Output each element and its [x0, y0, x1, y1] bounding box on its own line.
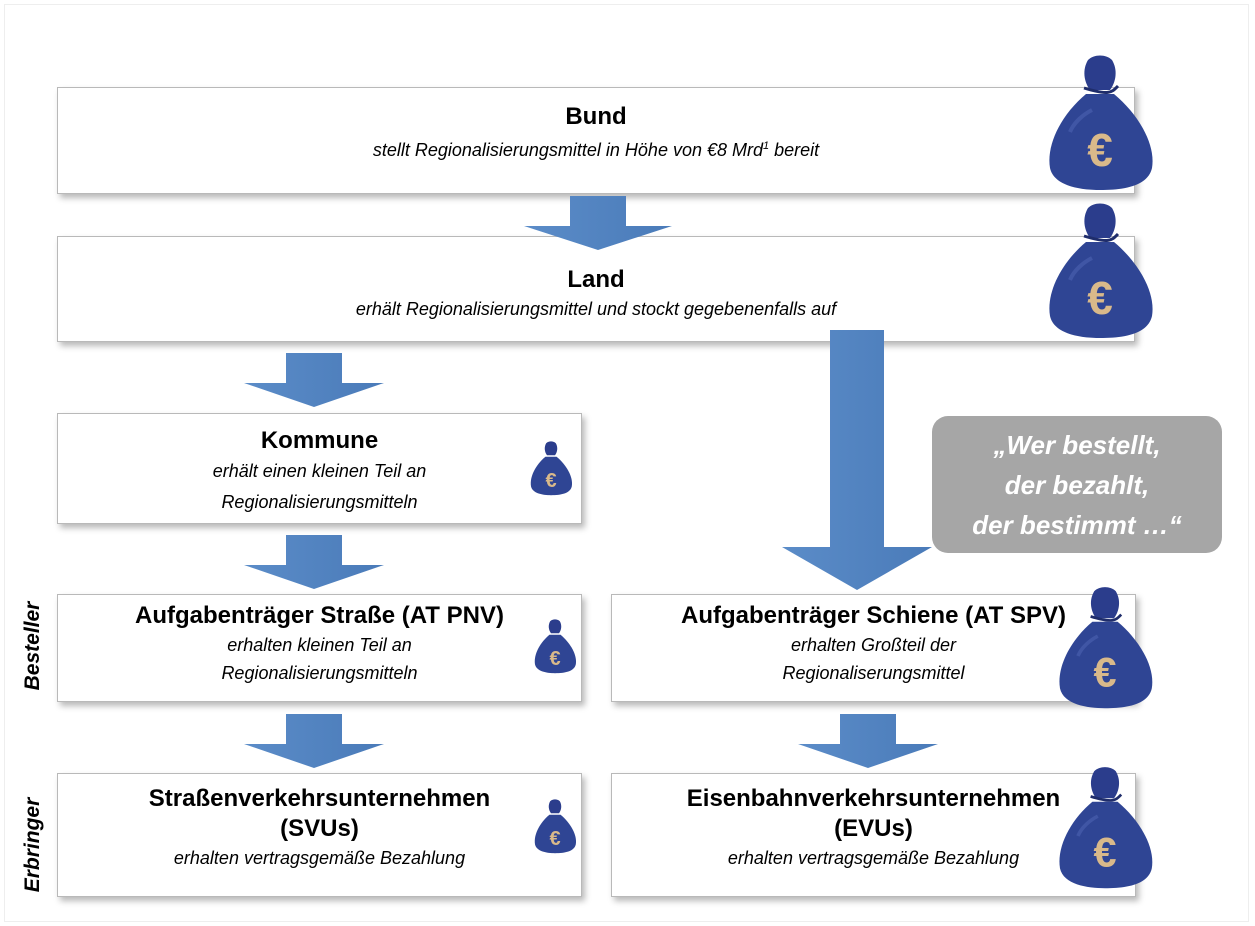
box-land: Land erhält Regionalisierungsmittel und …: [57, 236, 1135, 342]
box-at-spv-subtitle-line1: erhalten Großteil der: [790, 635, 957, 655]
box-at-spv-subtitle-line2: Regionaliserungsmittel: [782, 663, 965, 683]
quote-line-2: der bezahlt,: [1004, 470, 1150, 500]
box-svu: Straßenverkehrsunternehmen (SVUs) erhalt…: [57, 773, 582, 897]
side-label-besteller: Besteller: [21, 601, 44, 691]
svg-text:€: €: [1093, 650, 1116, 696]
box-land-subtitle: erhält Regionalisierungsmittel und stock…: [355, 299, 837, 319]
svg-text:€: €: [545, 470, 556, 492]
money-bag-icon: €: [1049, 55, 1153, 190]
box-kommune-subtitle-line1: erhält einen kleinen Teil an: [212, 461, 427, 481]
money-bag-icon: €: [1059, 587, 1153, 709]
svg-text:€: €: [549, 648, 560, 670]
box-evu-title-line2: (EVUs): [834, 815, 913, 842]
svg-text:€: €: [549, 828, 560, 850]
box-bund: Bund stellt Regionalisierungsmittel in H…: [57, 87, 1135, 194]
box-evu: Eisenbahnverkehrsunternehmen (EVUs) erha…: [611, 773, 1136, 897]
side-label-erbringer: Erbringer: [21, 797, 44, 893]
slide-frame: [4, 4, 1249, 922]
box-at-pnv-title: Aufgabenträger Straße (AT PNV): [135, 602, 504, 629]
box-evu-title-line1: Eisenbahnverkehrsunternehmen: [686, 785, 1061, 812]
quote-callout: „Wer bestellt, der bezahlt, der bestimmt…: [932, 416, 1222, 553]
box-svu-title-line1: Straßenverkehrsunternehmen: [148, 785, 491, 812]
box-kommune-subtitle-line2: Regionalisierungsmitteln: [221, 492, 418, 512]
box-bund-subtitle: stellt Regionalisierungsmittel in Höhe v…: [372, 140, 820, 160]
box-kommune: Kommune erhält einen kleinen Teil an Reg…: [57, 413, 582, 524]
svg-text:€: €: [1093, 830, 1116, 876]
money-bag-icon: €: [1049, 203, 1153, 338]
box-at-spv: Aufgabenträger Schiene (AT SPV) erhalten…: [611, 594, 1136, 702]
money-bag-icon: €: [534, 619, 577, 674]
quote-line-1: „Wer bestellt,: [993, 430, 1161, 460]
quote-line-3: der bestimmt …“: [972, 510, 1182, 540]
box-evu-subtitle: erhalten vertragsgemäße Bezahlung: [727, 848, 1020, 868]
money-bag-icon: €: [530, 441, 573, 496]
money-bag-icon: €: [534, 799, 577, 854]
box-svu-title-line2: (SVUs): [280, 815, 359, 842]
svg-text:€: €: [1087, 124, 1113, 176]
box-at-pnv-subtitle-line2: Regionalisierungsmitteln: [221, 663, 418, 683]
svg-text:€: €: [1087, 272, 1113, 324]
box-kommune-title: Kommune: [260, 427, 379, 454]
box-bund-title: Bund: [565, 103, 627, 130]
box-at-pnv-subtitle-line1: erhalten kleinen Teil an: [227, 635, 412, 655]
box-svu-subtitle: erhalten vertragsgemäße Bezahlung: [173, 848, 466, 868]
box-at-pnv: Aufgabenträger Straße (AT PNV) erhalten …: [57, 594, 582, 702]
box-at-spv-title: Aufgabenträger Schiene (AT SPV): [681, 602, 1066, 629]
box-land-title: Land: [567, 266, 625, 293]
money-bag-icon: €: [1059, 767, 1153, 889]
